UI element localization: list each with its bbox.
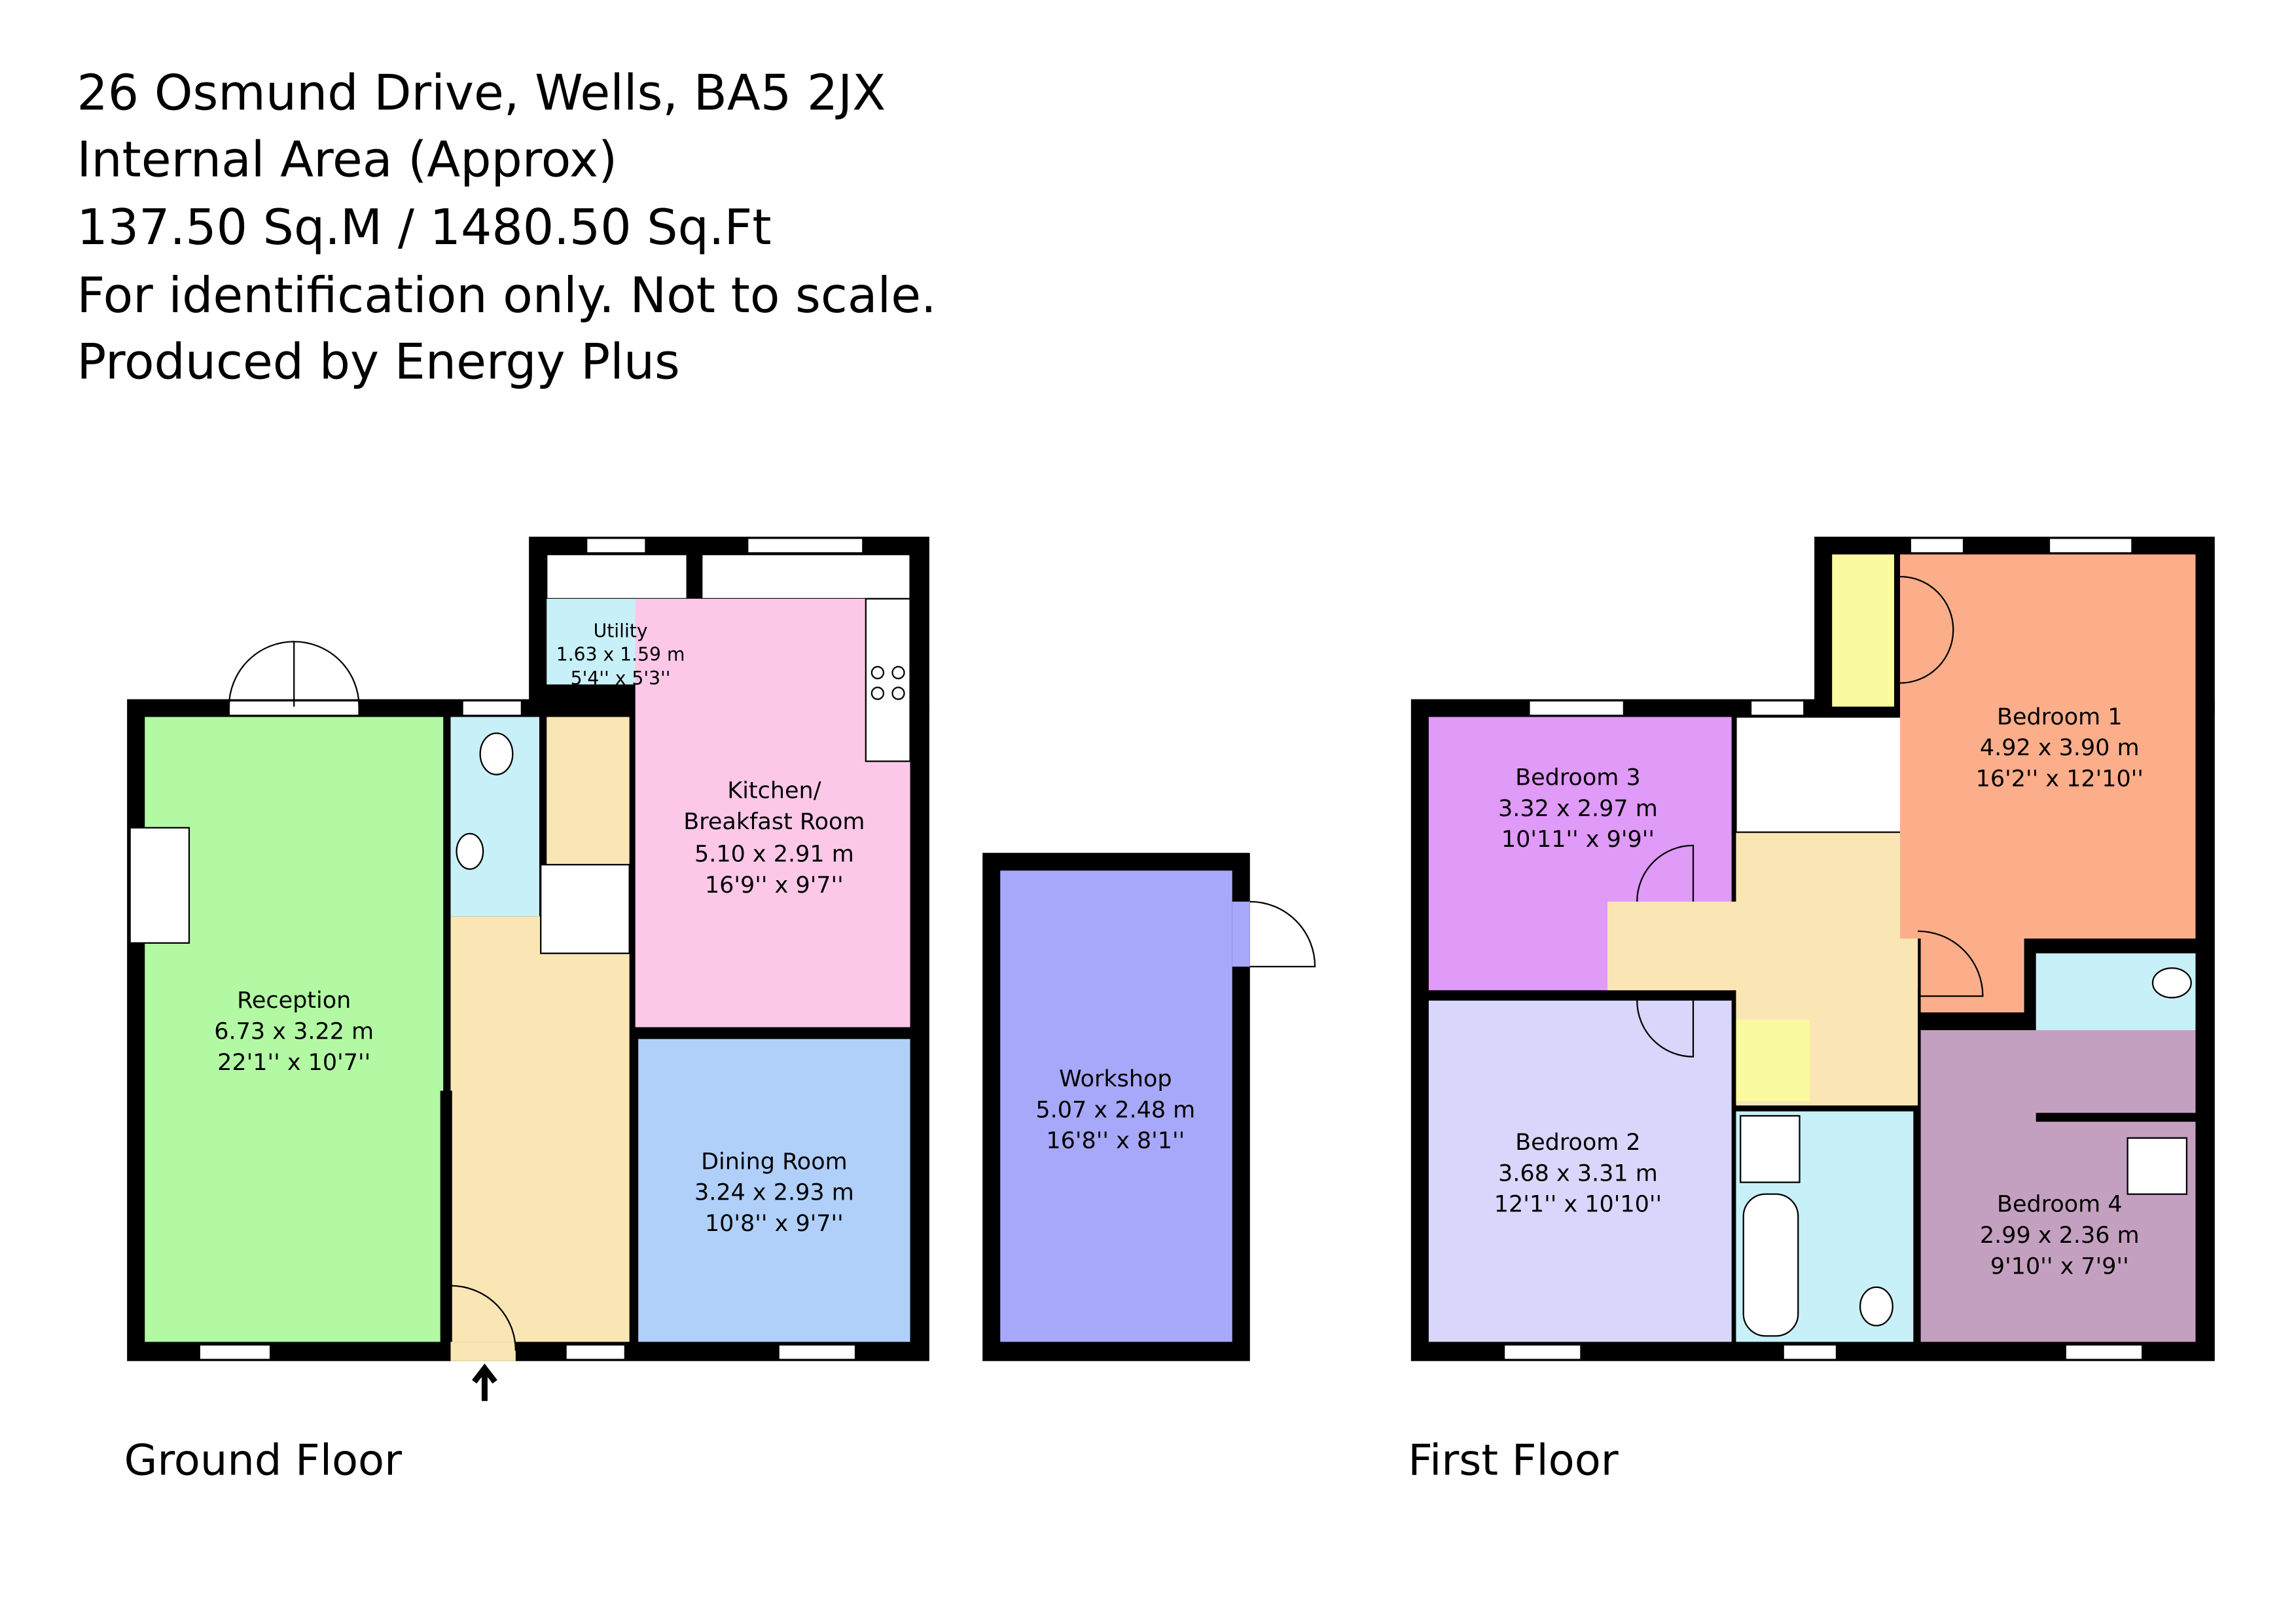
- toilet-icon: [479, 732, 514, 776]
- cupboard: [1832, 554, 1894, 707]
- room-name: Reception: [237, 988, 351, 1014]
- toilet-icon: [1859, 1286, 1893, 1327]
- room-bedroom1-lower: [1920, 694, 2024, 1013]
- bedroom2-label: Bedroom 2 3.68 x 3.31 m 12'1'' x 10'10'': [1494, 1130, 1662, 1218]
- wall-segment: [440, 1090, 452, 1342]
- disclaimer: For identification only. Not to scale.: [77, 267, 936, 324]
- door-swing: [1918, 930, 1984, 997]
- room-metric: 6.73 x 3.22 m: [214, 1019, 374, 1045]
- room-name: Bedroom 2: [1515, 1130, 1641, 1156]
- window: [747, 537, 864, 554]
- window: [1528, 700, 1625, 717]
- dining-label: Dining Room 3.24 x 2.93 m 10'8'' x 9'7'': [694, 1149, 854, 1237]
- room-imperial: 9'10'' x 7'9'': [1990, 1254, 2129, 1280]
- room-imperial: 22'1'' x 10'7'': [217, 1050, 370, 1076]
- header: 26 Osmund Drive, Wells, BA5 2JX Internal…: [77, 65, 936, 391]
- fireplace: [129, 827, 190, 944]
- window: [2048, 537, 2133, 554]
- stairs-icon: [540, 864, 630, 954]
- room-hall: [450, 916, 630, 1342]
- room-kitchen: [635, 598, 910, 1027]
- first-floor-plan: Bedroom 3 3.32 x 2.97 m 10'11'' x 9'9'' …: [1408, 537, 2215, 1486]
- window: [461, 700, 522, 717]
- door-swing: [1636, 1000, 1695, 1058]
- shower-icon: [2126, 1137, 2188, 1195]
- room-name: Breakfast Room: [683, 809, 865, 835]
- wardrobe-door-swing: [1900, 575, 1954, 684]
- room-imperial: 10'11'' x 9'9'': [1501, 827, 1655, 853]
- front-door: [450, 1342, 516, 1361]
- utility-counter: [546, 554, 688, 600]
- room-bedroom2: [1428, 1000, 1732, 1342]
- bedroom1-label: Bedroom 1 4.92 x 3.90 m 16'2'' x 12'10'': [1976, 704, 2144, 793]
- room-metric: 3.24 x 2.93 m: [694, 1180, 854, 1206]
- kitchen-counter: [701, 554, 911, 600]
- window: [2064, 1344, 2144, 1361]
- room-imperial: 10'8'' x 9'7'': [705, 1211, 844, 1237]
- room-dining: [638, 1039, 910, 1342]
- window: [1503, 1344, 1582, 1361]
- ground-floor-label: Ground Floor: [124, 1436, 402, 1486]
- workshop-label: Workshop 5.07 x 2.48 m 16'8'' x 8'1'': [1035, 1066, 1195, 1154]
- room-metric: 5.07 x 2.48 m: [1035, 1097, 1195, 1123]
- room-name: Utility: [594, 620, 648, 642]
- window: [1909, 537, 1965, 554]
- entrance-arrow-icon: [472, 1363, 497, 1401]
- ground-floor-plan: Reception 6.73 x 3.22 m 22'1'' x 10'7'' …: [124, 537, 929, 1486]
- workshop-door: [1232, 901, 1250, 967]
- bath-icon: [1742, 1193, 1799, 1337]
- cupboard: [1736, 1020, 1810, 1101]
- basin-icon: [456, 832, 484, 870]
- room-name: Bedroom 1: [1997, 704, 2123, 730]
- room-workshop: [1000, 870, 1232, 1342]
- room-metric: 5.10 x 2.91 m: [694, 842, 854, 868]
- room-name: Dining Room: [701, 1149, 848, 1175]
- door-swing: [450, 1285, 516, 1351]
- room-metric: 4.92 x 3.90 m: [1980, 735, 2140, 761]
- producer: Produced by Energy Plus: [77, 334, 679, 391]
- reception-label: Reception 6.73 x 3.22 m 22'1'' x 10'7'': [214, 988, 374, 1076]
- window: [565, 1344, 626, 1361]
- window: [1749, 700, 1805, 717]
- room-metric: 2.99 x 2.36 m: [1980, 1222, 2140, 1249]
- room-metric: 3.68 x 3.31 m: [1498, 1160, 1658, 1186]
- room-name: Workshop: [1059, 1066, 1172, 1092]
- stairs-icon: [1735, 716, 1919, 833]
- room-name: Kitchen/: [727, 778, 821, 804]
- room-imperial: 16'2'' x 12'10'': [1976, 766, 2144, 793]
- window: [586, 537, 647, 554]
- area-value: 137.50 Sq.M / 1480.50 Sq.Ft: [77, 199, 771, 256]
- shower-icon: [1740, 1115, 1801, 1183]
- kitchen-label: Kitchen/ Breakfast Room 5.10 x 2.91 m 16…: [683, 778, 865, 899]
- address: 26 Osmund Drive, Wells, BA5 2JX: [77, 65, 886, 122]
- workshop-plan: Workshop 5.07 x 2.48 m 16'8'' x 8'1'': [982, 853, 1316, 1361]
- room-name: Bedroom 4: [1997, 1192, 2123, 1218]
- room-metric: 3.32 x 2.97 m: [1498, 796, 1658, 822]
- room-name: Bedroom 3: [1515, 764, 1641, 791]
- room-metric: 1.63 x 1.59 m: [556, 644, 685, 666]
- toilet-icon: [2151, 967, 2192, 999]
- utility-label: Utility 1.63 x 1.59 m 5'4'' x 5'3'': [556, 620, 685, 689]
- hob-icon: [870, 666, 905, 700]
- room-imperial: 16'9'' x 9'7'': [705, 872, 844, 899]
- bedroom3-label: Bedroom 3 3.32 x 2.97 m 10'11'' x 9'9'': [1498, 764, 1658, 853]
- first-floor-label: First Floor: [1408, 1436, 1618, 1486]
- window: [198, 1344, 272, 1361]
- wall-segment: [2036, 1113, 2196, 1122]
- room-imperial: 16'8'' x 8'1'': [1046, 1128, 1185, 1154]
- window: [778, 1344, 857, 1361]
- hob-counter: [865, 597, 911, 762]
- window: [1782, 1344, 1838, 1361]
- bedroom4-label: Bedroom 4 2.99 x 2.36 m 9'10'' x 7'9'': [1980, 1192, 2140, 1280]
- patio-door-swing: [228, 641, 360, 707]
- room-imperial: 12'1'' x 10'10'': [1494, 1192, 1662, 1218]
- door-swing: [1636, 844, 1695, 902]
- room-reception: [145, 717, 444, 1342]
- door-swing: [1249, 901, 1316, 968]
- area-title: Internal Area (Approx): [77, 131, 617, 188]
- room-imperial: 5'4'' x 5'3'': [571, 668, 671, 689]
